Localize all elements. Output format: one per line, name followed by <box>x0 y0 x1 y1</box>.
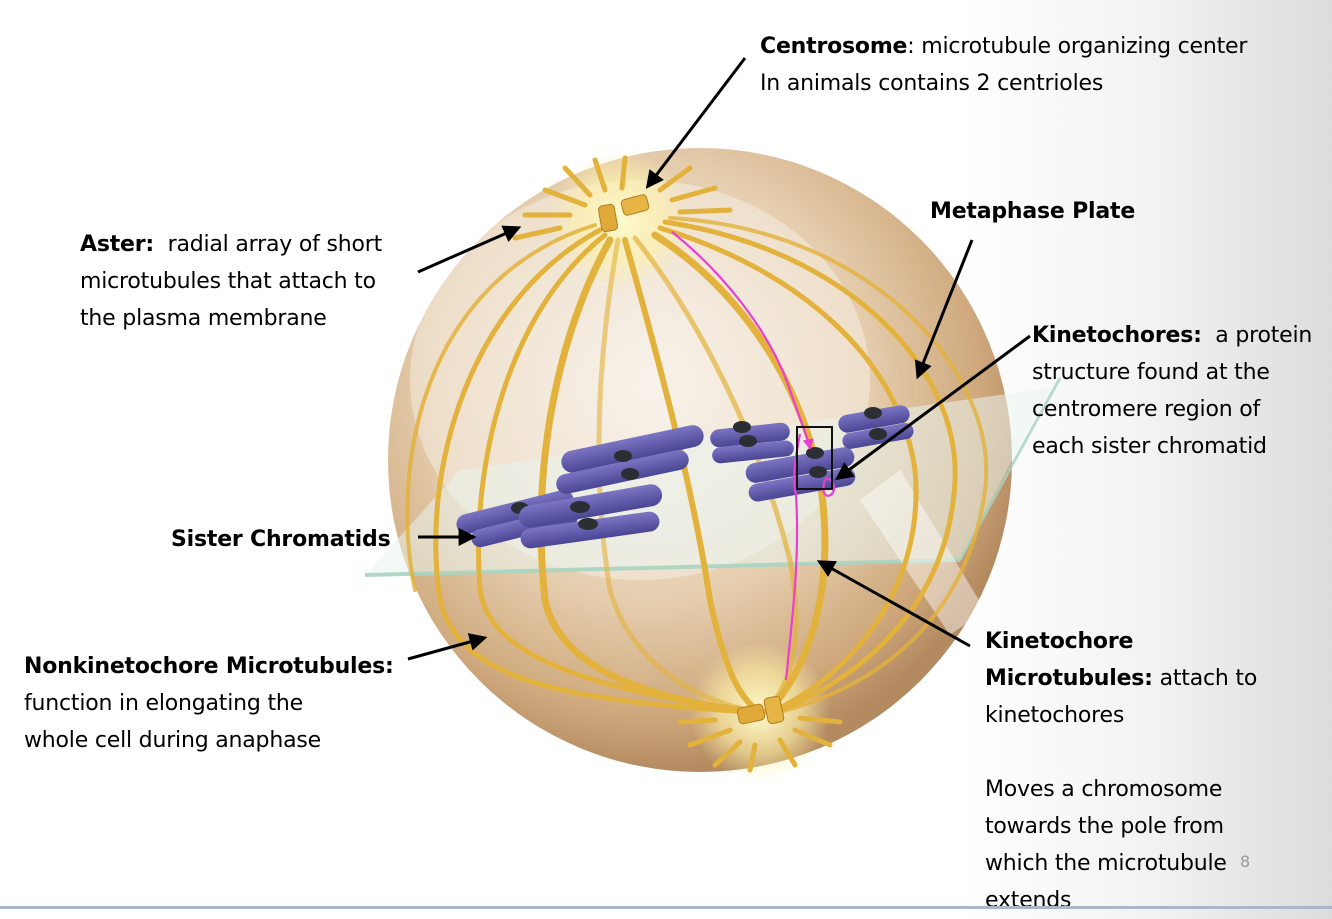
upper-centrosome <box>597 194 650 233</box>
kinetochores-arrow <box>835 334 1031 481</box>
centrosome-line2: In animals contains 2 centrioles <box>760 71 1104 96</box>
callout-arrows <box>407 57 1031 661</box>
kinetochore-microtubules-term-line2: Microtubules: <box>985 666 1153 691</box>
chromosomes <box>456 405 914 549</box>
slide-number: 8 <box>1240 852 1251 871</box>
kinetochore-microtubules-note-line1: Moves a chromosome <box>985 777 1223 802</box>
nonkinetochore-term: Nonkinetochore Microtubules: <box>24 654 394 679</box>
aster-line2: microtubules that attach to <box>80 269 376 294</box>
chromosome-6 <box>838 405 914 449</box>
aster-arrow <box>417 225 522 274</box>
centrosome-arrow <box>645 57 747 189</box>
kinetochores-label: Kinetochores: a protein structure found … <box>1032 317 1312 465</box>
kinetochores-line3: centromere region of <box>1032 397 1261 422</box>
lower-centrosome <box>736 695 785 725</box>
kinetochore-microtubules-note-line3: which the microtubule <box>985 851 1227 876</box>
kinetochore-microtubules-note-line2: towards the pole from <box>985 814 1224 839</box>
lower-aster <box>677 715 843 773</box>
nonkinetochore-line2: function in elongating the <box>24 691 303 716</box>
kinetochore-highlight-box <box>796 426 833 490</box>
centrosome-label: Centrosome: microtubule organizing cente… <box>760 28 1247 102</box>
kinetochores-line2: structure found at the <box>1032 360 1270 385</box>
nonkinetochore-arrow <box>407 633 488 661</box>
kinetochore-microtubules-definition: attach to <box>1152 666 1258 691</box>
centrosome-term: Centrosome <box>760 34 908 59</box>
upper-aster <box>512 155 733 241</box>
metaphase-plate-arrow <box>914 239 974 380</box>
kinetochore-microtubules-note-line4: extends <box>985 888 1072 913</box>
centrosome-definition: microtubule organizing center <box>914 34 1248 59</box>
chromosome-3 <box>556 425 704 494</box>
sister-chromatids-label: Sister Chromatids <box>171 521 391 558</box>
aster-line3: the plasma membrane <box>80 306 327 331</box>
nonkinetochore-label: Nonkinetochore Microtubules: function in… <box>24 648 394 759</box>
aster-term: Aster: <box>80 232 155 257</box>
chromosome-2 <box>518 484 663 549</box>
nonkinetochore-line3: whole cell during anaphase <box>24 728 321 753</box>
chromosome-4 <box>710 421 794 464</box>
centrosome-sep: : <box>907 34 915 59</box>
kinetochore-microtubules-term-line1: Kinetochore <box>985 629 1134 654</box>
kinetochores-term: Kinetochores: <box>1032 323 1202 348</box>
metaphase-plate-label: Metaphase Plate <box>930 193 1135 230</box>
spacer <box>985 734 1257 771</box>
kinetochores-line4: each sister chromatid <box>1032 434 1267 459</box>
slide-bottom-border <box>0 906 1332 909</box>
metaphase-plate-term: Metaphase Plate <box>930 199 1136 224</box>
sister-chromatids-term: Sister Chromatids <box>171 527 391 552</box>
kinetochore-microtubules-label: Kinetochore Microtubules: attach to kine… <box>985 623 1257 919</box>
aster-label: Aster: radial array of short microtubule… <box>80 226 382 337</box>
annotation-pen-trace <box>671 231 836 681</box>
kinetochore-microtubules-line3: kinetochores <box>985 703 1125 728</box>
chromosome-5 <box>745 447 856 502</box>
kinetochores-definition: a protein <box>1201 323 1313 348</box>
kinetochore-microtubules-arrow <box>816 560 971 648</box>
aster-definition: radial array of short <box>154 232 383 257</box>
